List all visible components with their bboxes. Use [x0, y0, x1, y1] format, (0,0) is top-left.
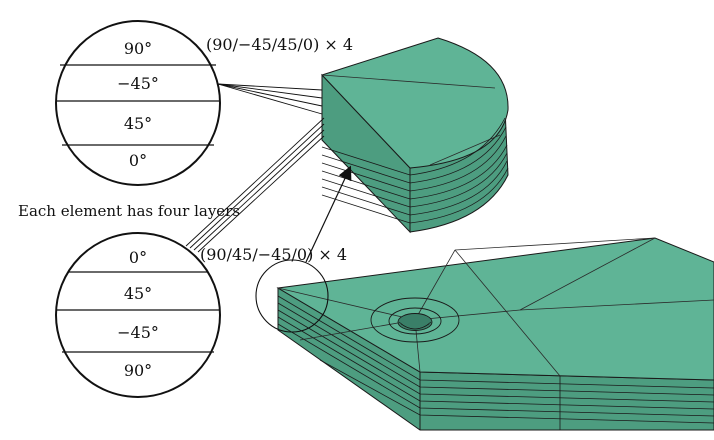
zoomed-piece-mesh-line [321, 74, 496, 89]
top-circle-layer-label: −45° [117, 74, 159, 93]
zoom-arrow [305, 165, 352, 263]
top-leader-lines [217, 83, 323, 115]
corner-highlight-circle [255, 259, 329, 333]
plate-top-face [276, 237, 714, 381]
top-circle-outline [55, 20, 221, 186]
hole-mid-ring [388, 307, 442, 335]
zoomed-piece-top-face [321, 37, 509, 169]
element-layers-note: Each element has four layers [18, 202, 240, 220]
top-layer-circle: 90° −45° 45° 0° [55, 20, 221, 186]
bottom-circle-layer-label: 45° [124, 284, 152, 303]
top-stack-label: (90/−45/45/0) × 4 [206, 35, 353, 54]
bottom-stack-label: (90/45/−45/0) × 4 [200, 245, 347, 264]
bottom-circle-layer-label: 0° [129, 248, 147, 267]
bottom-circle-layer-label: −45° [117, 323, 159, 342]
bottom-layer-circle: 0° 45° −45° 90° [55, 232, 221, 398]
top-circle-layer-label: 0° [129, 151, 147, 170]
zoomed-laminate-piece [321, 37, 509, 234]
hole-outer-ring [370, 297, 460, 343]
zoomed-piece-ply-lines [321, 117, 509, 224]
bottom-circle-layer-label: 90° [124, 361, 152, 380]
top-circle-layer-label: 45° [124, 114, 152, 133]
laminated-plate [276, 237, 714, 431]
bottom-circle-outline [55, 232, 221, 398]
hole-inner-wall [400, 323, 430, 330]
hole [397, 313, 433, 331]
zoomed-piece-mesh-line [429, 134, 501, 166]
top-circle-layer-label: 90° [124, 39, 152, 58]
bottom-leader-lines [185, 117, 325, 253]
